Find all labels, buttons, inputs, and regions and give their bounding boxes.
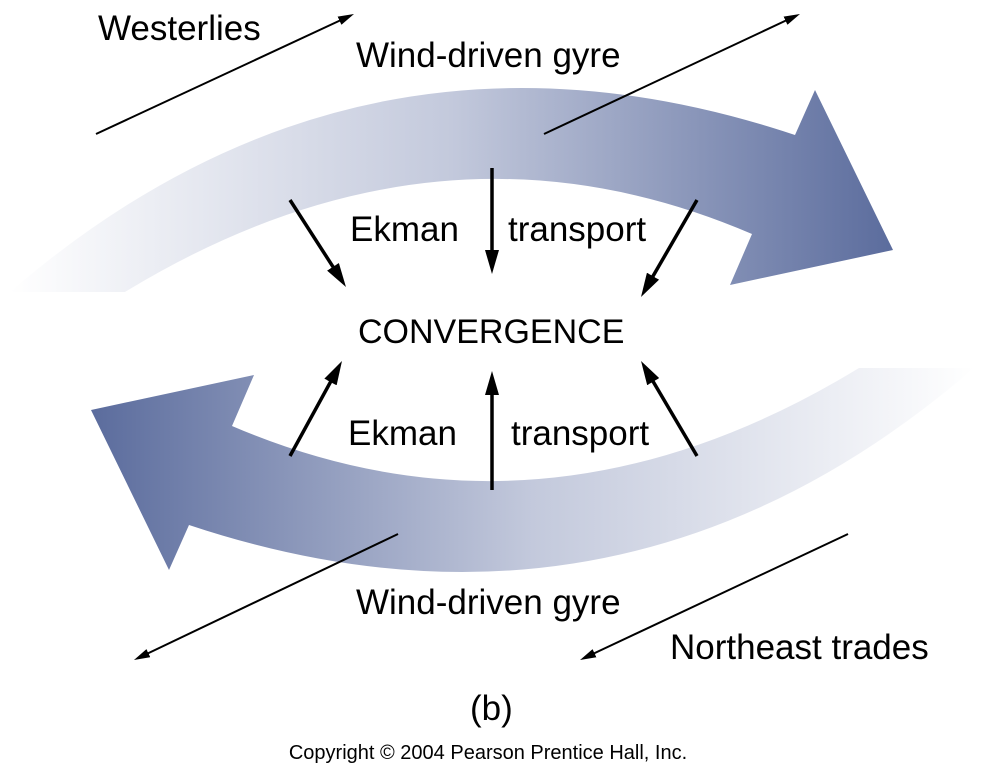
panel-label: (b) [470,689,513,728]
ekman-label-bottom: Ekman [348,414,457,453]
ekman-arrow-lower-right [641,361,699,457]
northeast-trades-label: Northeast trades [670,628,929,667]
westerlies-arrow-right [543,13,800,135]
ekman-arrow-lower-left [288,360,342,457]
copyright-notice: Copyright © 2004 Pearson Prentice Hall, … [289,742,687,764]
ekman-arrow-upper-right [640,199,699,297]
convergence-label: CONVERGENCE [358,313,624,351]
ekman-label-top: Ekman [350,210,459,249]
lower-gyre-arrow [91,368,974,573]
upper-gyre-arrow [10,87,893,292]
ekman-transport-arrows [288,168,699,490]
gyre-label-top: Wind-driven gyre [356,36,621,75]
transport-label-bottom: transport [511,414,649,453]
transport-label-top: transport [508,210,646,249]
trades-arrow-left [133,533,399,661]
westerlies-arrow-left [95,13,354,135]
wind-arrows [95,13,849,661]
ekman-arrow-upper-left [288,199,346,287]
diagram-labels: Westerlies Wind-driven gyre Ekman transp… [98,9,929,764]
gyre-arrows [10,87,974,573]
trades-arrow-right [580,533,849,660]
gyre-label-bottom: Wind-driven gyre [356,583,621,622]
westerlies-label: Westerlies [98,9,261,48]
